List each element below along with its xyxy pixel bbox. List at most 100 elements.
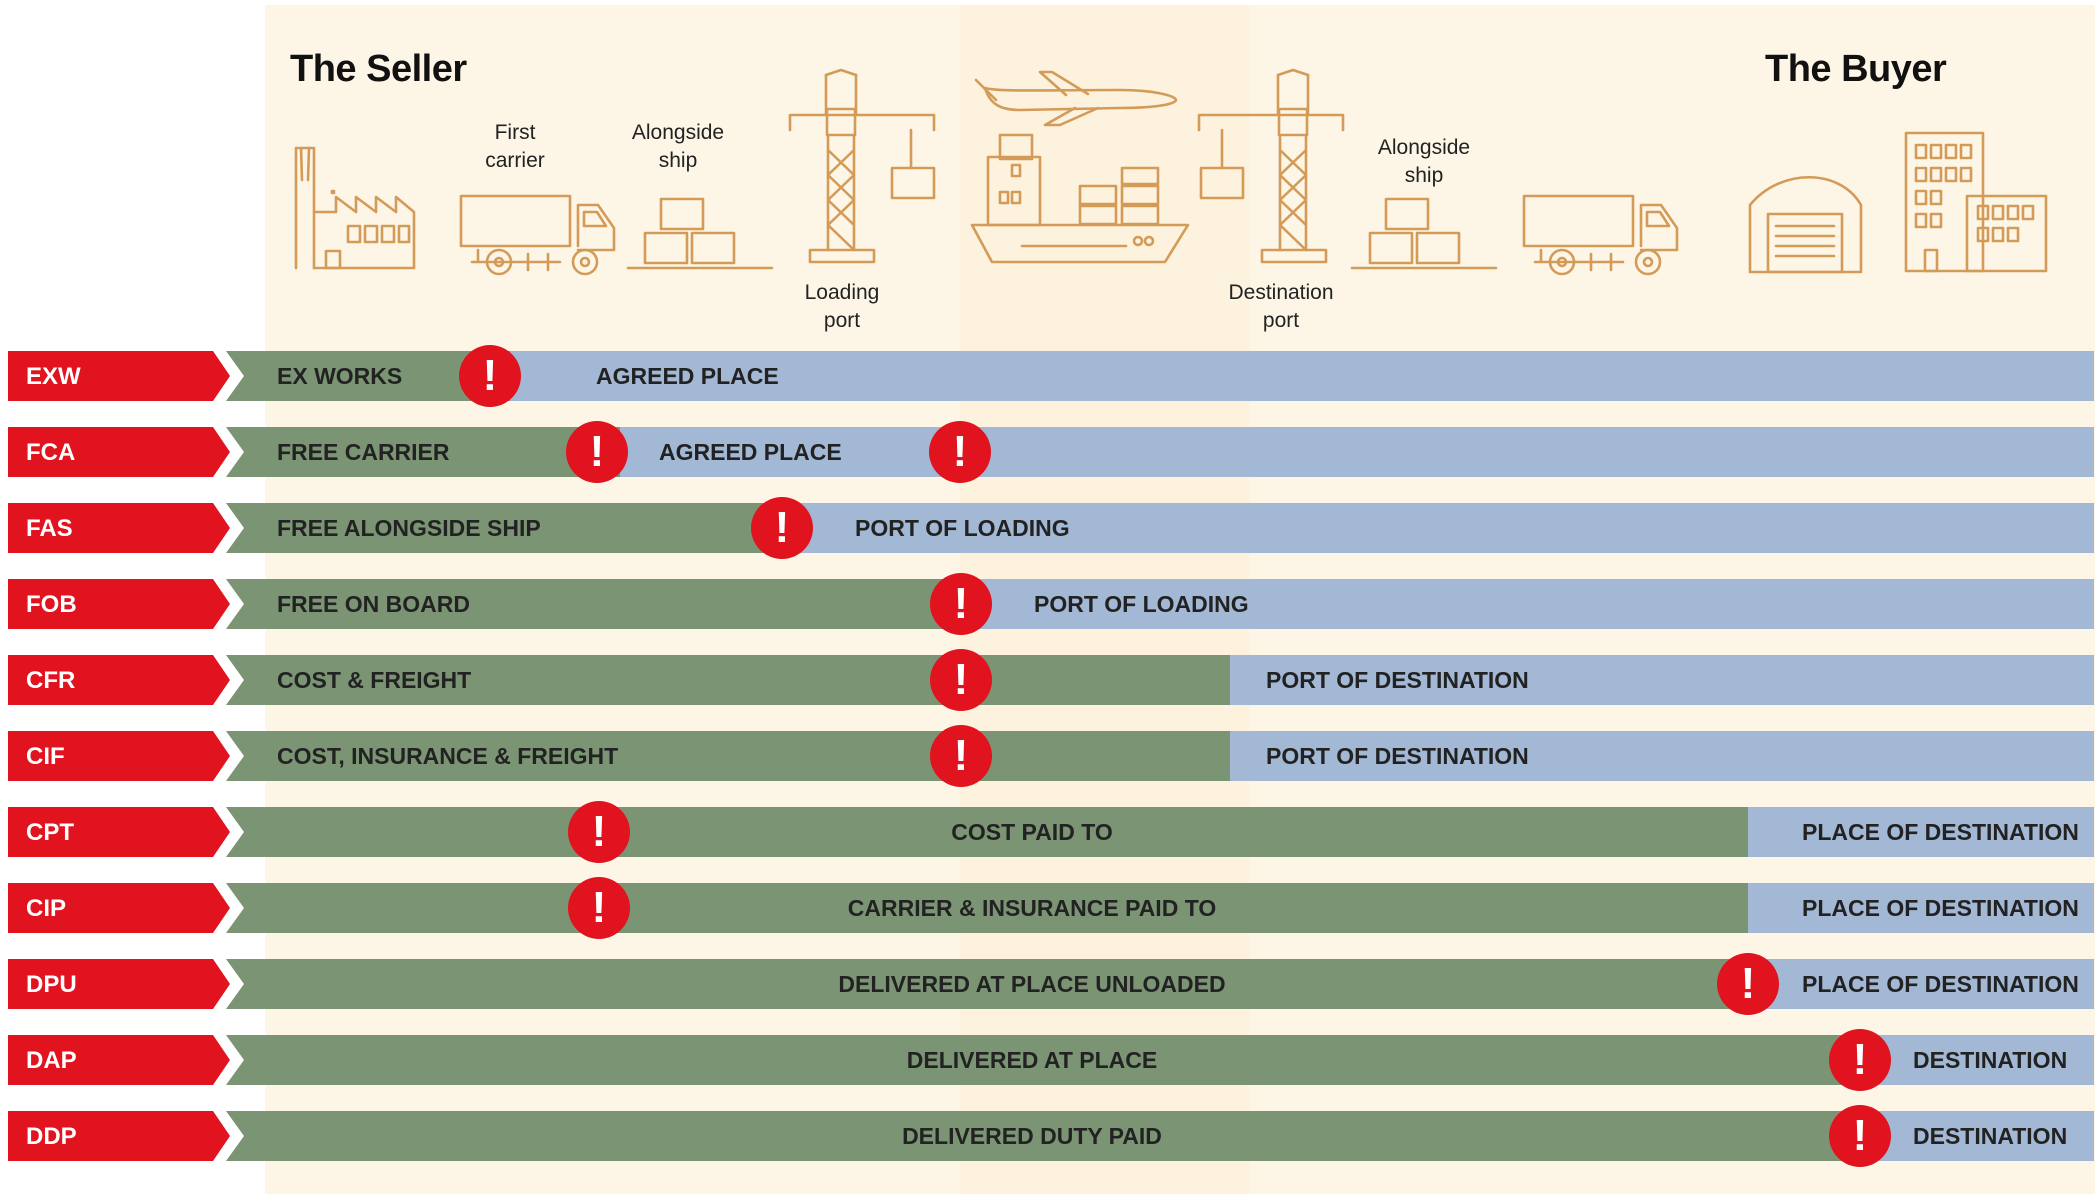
risk-transfer-alert-icon: ! [566, 421, 628, 483]
risk-transfer-alert-icon: ! [929, 421, 991, 483]
buyer-responsibility-bar [1210, 655, 2094, 705]
factory-icon [294, 146, 416, 270]
risk-transfer-alert-icon: ! [930, 649, 992, 711]
delivery-place-label: DESTINATION [1913, 1047, 2068, 1073]
incoterm-row: FOB FREE ON BOARD PORT OF LOADING! [0, 573, 2100, 635]
seller-responsibility-bar [226, 807, 1748, 857]
incoterm-row: CPT COST PAID TO PLACE OF DESTINATION! [0, 801, 2100, 863]
delivery-place-label: AGREED PLACE [659, 439, 842, 465]
truck-icon [1522, 194, 1679, 276]
incoterm-code-label: CPT [26, 819, 74, 846]
seller-responsibility-bar [226, 427, 620, 477]
incoterm-code-label: FOB [26, 591, 77, 618]
term-name-label: COST PAID TO [951, 819, 1113, 845]
seller-obligation-label: FREE ALONGSIDE SHIP [277, 515, 541, 541]
incoterm-code-label: FAS [26, 515, 73, 542]
seller-obligation-label: FREE ON BOARD [277, 591, 470, 617]
incoterm-code-label: EXW [26, 363, 81, 390]
risk-transfer-alert-icon: ! [930, 573, 992, 635]
incoterm-code: CFR [8, 655, 230, 705]
delivery-place-label: PORT OF LOADING [855, 515, 1070, 541]
delivery-place-label: AGREED PLACE [596, 363, 779, 389]
seller-responsibility-bar [226, 579, 960, 629]
incoterm-code: FAS [8, 503, 230, 553]
term-name-label: DELIVERED AT PLACE UNLOADED [838, 971, 1226, 997]
seller-title: The Seller [290, 48, 467, 90]
incoterm-row: FAS FREE ALONGSIDE SHIP PORT OF LOADING! [0, 497, 2100, 559]
seller-responsibility-bar [226, 655, 1230, 705]
buyer-responsibility-bar [1728, 959, 2094, 1009]
alongside-ship-seller-label: Alongside ship [631, 121, 725, 172]
cargo-ship-icon [970, 133, 1190, 264]
seller-responsibility-bar [226, 883, 1748, 933]
incoterm-code: CIP [8, 883, 230, 933]
incoterm-code: CIF [8, 731, 230, 781]
boxes-icon [626, 197, 774, 270]
term-name-label: CARRIER & INSURANCE PAID TO [847, 895, 1217, 921]
crane-icon [788, 68, 936, 264]
buyer-responsibility-bar [1728, 807, 2094, 857]
risk-transfer-alert-icon: ! [1829, 1105, 1891, 1167]
incoterm-code-label: DAP [26, 1047, 77, 1074]
incoterm-code-label: CIP [26, 895, 67, 922]
boxes-icon [1350, 197, 1498, 270]
seller-responsibility-bar [226, 731, 1230, 781]
buyer-responsibility-bar [760, 503, 2094, 553]
delivery-place-label: DESTINATION [1913, 1123, 2068, 1149]
loading-port-label: Loading port [804, 281, 880, 332]
incoterm-code: EXW [8, 351, 230, 401]
delivery-place-label: PLACE OF DESTINATION [1802, 819, 2079, 845]
incoterm-row: DDP DELIVERED DUTY PAID DESTINATION! [0, 1105, 2100, 1167]
incoterm-code-label: CIF [26, 743, 65, 770]
truck-icon [459, 194, 616, 276]
buyer-responsibility-bar [1728, 883, 2094, 933]
delivery-place-label: PLACE OF DESTINATION [1802, 895, 2079, 921]
seller-responsibility-bar [226, 1111, 1860, 1161]
incoterm-code: FCA [8, 427, 230, 477]
term-name-label: DELIVERED AT PLACE [906, 1047, 1158, 1073]
incoterm-code: DDP [8, 1111, 230, 1161]
transport-icons [294, 68, 2048, 276]
incoterm-code-label: FCA [26, 439, 76, 466]
buyer-responsibility-bar [940, 579, 2094, 629]
risk-transfer-alert-icon: ! [459, 345, 521, 407]
risk-transfer-alert-icon: ! [568, 877, 630, 939]
seller-responsibility-bar [226, 959, 1748, 1009]
first-carrier-label: First carrier [485, 121, 545, 172]
incoterm-code-label: DDP [26, 1123, 77, 1150]
incoterm-row: DPU DELIVERED AT PLACE UNLOADED PLACE OF D… [0, 953, 2100, 1015]
buyer-title: The Buyer [1765, 48, 1947, 90]
office-building-icon [1904, 131, 2048, 273]
risk-transfer-alert-icon: ! [751, 497, 813, 559]
crane-icon [1197, 68, 1345, 264]
incoterm-code: DAP [8, 1035, 230, 1085]
destination-port-label: Destination port [1228, 281, 1334, 332]
seller-responsibility-bar [226, 503, 780, 553]
buyer-responsibility-bar [490, 351, 2094, 401]
incoterm-code: CPT [8, 807, 230, 857]
risk-transfer-alert-icon: ! [1717, 953, 1779, 1015]
seller-responsibility-bar [226, 1035, 1860, 1085]
airplane-icon [974, 70, 1178, 127]
delivery-place-label: PLACE OF DESTINATION [1802, 971, 2079, 997]
incoterm-code-label: CFR [26, 667, 76, 694]
incoterm-row: CIP CARRIER & INSURANCE PAID TO PLACE OF D… [0, 877, 2100, 939]
alongside-ship-buyer-label: Alongside ship [1377, 136, 1471, 187]
seller-obligation-label: EX WORKS [277, 363, 403, 389]
incoterm-row: CIF COST, INSURANCE & FREIGHT PORT OF DEST… [0, 725, 2100, 787]
seller-obligation-label: FREE CARRIER [277, 439, 450, 465]
risk-transfer-alert-icon: ! [568, 801, 630, 863]
incoterm-row: EXW EX WORKS AGREED PLACE! [0, 345, 2100, 407]
incoterm-code: DPU [8, 959, 230, 1009]
seller-obligation-label: COST & FREIGHT [277, 667, 472, 693]
risk-transfer-alert-icon: ! [930, 725, 992, 787]
term-name-label: DELIVERED DUTY PAID [902, 1123, 1162, 1149]
delivery-place-label: PORT OF LOADING [1034, 591, 1249, 617]
delivery-place-label: PORT OF DESTINATION [1266, 743, 1529, 769]
incoterm-code: FOB [8, 579, 230, 629]
incoterm-code-label: DPU [26, 971, 77, 998]
seller-obligation-label: COST, INSURANCE & FREIGHT [277, 743, 619, 769]
buyer-responsibility-bar [1210, 731, 2094, 781]
